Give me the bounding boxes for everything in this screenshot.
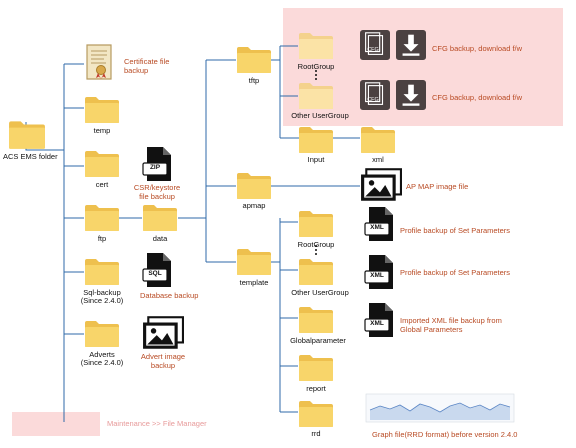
xml-folder-label: xml: [372, 155, 384, 164]
sql-note: Database backup: [140, 291, 199, 300]
xml-badge-text-3: XML: [370, 320, 384, 327]
certificate-note: Certificate file backup: [124, 57, 170, 75]
rrd-folder-icon: [299, 401, 333, 427]
cfg-file-icon-2: [360, 80, 390, 110]
template-otherusergroup-note: Profile backup of Set Parameters: [400, 268, 511, 277]
rrd-folder-label: rrd: [311, 429, 321, 438]
tftp-folder-icon: [237, 47, 271, 73]
cert-note: CSR/keystore file backup: [133, 183, 181, 201]
sql-backup-folder-icon: [85, 259, 119, 285]
sql-badge-text: SQL: [148, 270, 161, 277]
tftp-rootgroup-folder-icon: [299, 33, 333, 59]
xml-folder-icon: [361, 127, 395, 153]
cfg-note-2: CFG backup, download f/w: [432, 93, 523, 102]
sql-backup-folder-label: Sql-backup (Since 2.4.0): [80, 288, 124, 306]
cfg-badge-text-1: CFG: [367, 47, 379, 53]
adverts-folder-icon: [85, 321, 119, 347]
input-folder-label: Input: [307, 155, 325, 164]
input-folder-icon: [299, 127, 333, 153]
template-otherusergroup-folder-icon: [299, 259, 333, 285]
apmap-folder-label: apmap: [242, 201, 266, 210]
tftp-rootgroup-label: RootGroup: [297, 62, 335, 71]
cert-folder-label: cert: [95, 180, 109, 189]
apmap-folder-icon: [237, 173, 271, 199]
template-otherusergroup-label: Other UserGroup: [291, 288, 349, 297]
template-rootgroup-note: Profile backup of Set Parameters: [400, 226, 511, 235]
advert-image-icon: [142, 316, 184, 350]
tftp-otherusergroup-label: Other UserGroup: [291, 111, 349, 120]
cert-folder-icon: [85, 151, 119, 177]
rrd-graph-thumbnail: [365, 393, 515, 423]
xml-badge-text-2: XML: [370, 272, 384, 279]
download-icon-2: [396, 80, 426, 110]
globalparameter-label: Globalparameter: [290, 336, 346, 345]
temp-folder-icon: [85, 97, 119, 123]
breadcrumb-highlight: [12, 412, 100, 436]
certificate-icon: [86, 44, 112, 80]
template-rootgroup-label: RootGroup: [297, 240, 335, 249]
data-folder-label: data: [152, 234, 168, 243]
apmap-image-icon: [360, 168, 402, 202]
cfg-file-icon-1: [360, 30, 390, 60]
ellipsis-dots: [315, 70, 317, 255]
cfg-badge-text-2: CFG: [367, 97, 379, 103]
tftp-otherusergroup-folder-icon: [299, 83, 333, 109]
report-folder-icon: [299, 355, 333, 381]
cfg-note-1: CFG backup, download f/w: [432, 44, 523, 53]
breadcrumb-text: Maintenance >> File Manager: [107, 419, 207, 428]
temp-folder-label: temp: [93, 126, 111, 135]
connector-lines: [25, 45, 360, 422]
template-folder-label: template: [239, 278, 269, 287]
xml-badge-text-1: XML: [370, 224, 384, 231]
tftp-folder-label: tftp: [248, 76, 260, 85]
root-folder-icon: [9, 121, 45, 149]
template-rootgroup-folder-icon: [299, 211, 333, 237]
global-note: Imported XML file backup from Global Par…: [400, 316, 502, 334]
report-folder-label: report: [306, 384, 326, 393]
data-folder-icon: [143, 205, 177, 231]
apmap-note: AP MAP image file: [406, 182, 469, 191]
zip-badge-text: ZIP: [150, 164, 161, 171]
template-folder-icon: [237, 249, 271, 275]
adverts-note: Advert image backup: [140, 352, 186, 370]
rrd-note: Graph file(RRD format) before version 2.…: [372, 430, 518, 439]
globalparameter-folder-icon: [299, 307, 333, 333]
download-icon-1: [396, 30, 426, 60]
adverts-folder-label: Adverts (Since 2.4.0): [80, 350, 124, 368]
ftp-folder-icon: [85, 205, 119, 231]
ftp-folder-label: ftp: [97, 234, 107, 243]
root-folder-label: ACS EMS folder: [3, 152, 58, 161]
